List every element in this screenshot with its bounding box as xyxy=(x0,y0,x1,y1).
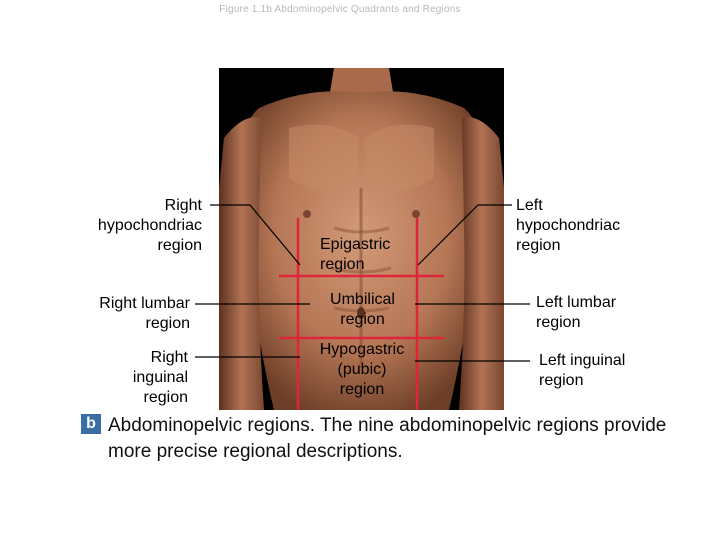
leader-right-hypochondriac xyxy=(210,204,301,266)
label-left-hypochondriac: Left hypochondriac region xyxy=(516,197,621,254)
label-right-hypochondriac: Right hypochondriac region xyxy=(97,197,202,254)
label-umbilical: Umbilical region xyxy=(330,291,395,328)
label-hypogastric: Hypogastric (pubic) region xyxy=(319,341,405,398)
leader-left-hypochondriac xyxy=(417,204,512,266)
label-right-inguinal: Right inguinal region xyxy=(132,349,188,406)
label-left-inguinal: Left inguinal region xyxy=(539,352,626,389)
figure-caption: Abdominopelvic regions. The nine abdomin… xyxy=(108,415,667,462)
label-right-lumbar: Right lumbar region xyxy=(99,295,190,332)
label-epigastric: Epigastric region xyxy=(320,236,391,273)
figure-part-badge: b xyxy=(81,414,101,434)
label-left-lumbar: Left lumbar region xyxy=(536,294,617,331)
figure-title: Figure 1.1b Abdominopelvic Quadrants and… xyxy=(219,4,461,15)
torso-illustration xyxy=(219,68,504,410)
torso-photo xyxy=(219,68,504,410)
